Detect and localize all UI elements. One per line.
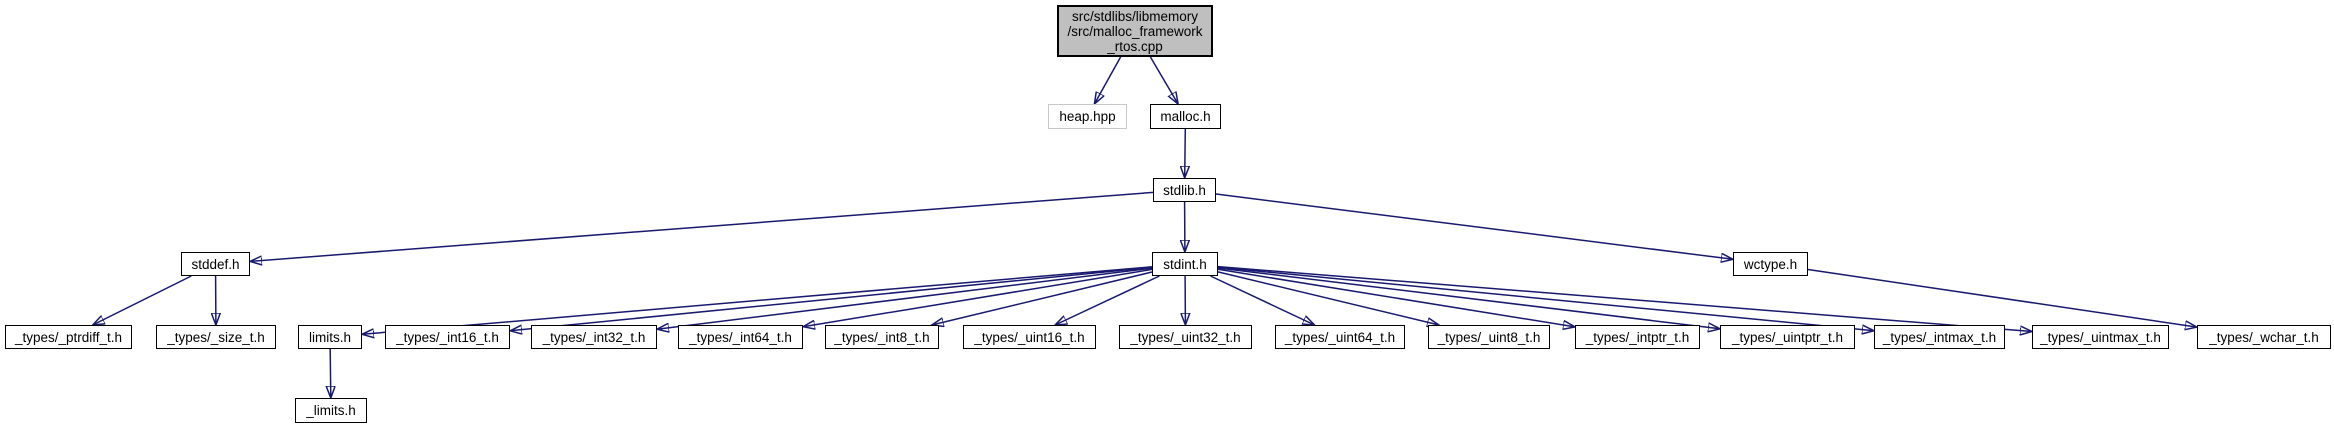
edge-stdint-h-to-uint64-t [1210, 275, 1315, 325]
graph-node-wctype-h[interactable]: wctype.h [1733, 252, 1808, 276]
graph-node-int8-t[interactable]: _types/_int8_t.h [825, 325, 939, 349]
graph-node-intptr-t[interactable]: _types/_intptr_t.h [1575, 325, 1700, 349]
graph-node-uintptr-t[interactable]: _types/_uintptr_t.h [1720, 325, 1855, 349]
edge-stdint-h-to-int32-t [657, 267, 1153, 329]
edge-stdint-h-to-uint16-t [1055, 275, 1160, 325]
graph-node-stdint-h[interactable]: stdint.h [1152, 252, 1218, 276]
graph-node-uint64-t[interactable]: _types/_uint64_t.h [1275, 325, 1405, 349]
edge-stdint-h-to-intmax-t [1217, 266, 1874, 331]
graph-node-limits-int[interactable]: _limits.h [295, 398, 367, 423]
graph-node-stdlib-h[interactable]: stdlib.h [1153, 178, 1216, 202]
graph-node-ptrdiff-t[interactable]: _types/_ptrdiff_t.h [5, 325, 132, 349]
graph-node-wchar-t[interactable]: _types/_wchar_t.h [2197, 325, 2331, 349]
graph-node-heap-hpp: heap.hpp [1048, 104, 1127, 129]
edge-stdint-h-to-intptr-t [1217, 268, 1575, 327]
graph-node-uint8-t[interactable]: _types/_uint8_t.h [1428, 325, 1550, 349]
edge-stdint-h-to-int64-t [803, 268, 1153, 326]
edge-limits-h-to-limits-int [330, 348, 331, 398]
graph-node-main-cpp: src/stdlibs/libmemory /src/malloc_framew… [1057, 5, 1213, 57]
edge-wctype-h-to-wchar-t [1807, 268, 2197, 328]
edge-stddef-h-to-ptrdiff-t [93, 275, 192, 325]
edge-stdint-h-to-uint8-t [1217, 271, 1439, 325]
graph-node-uintmax-t[interactable]: _types/_uintmax_t.h [2032, 325, 2169, 349]
edge-malloc-h-to-stdlib-h [1185, 128, 1186, 178]
edge-stdint-h-to-limits-h [362, 266, 1153, 335]
graph-node-malloc-h[interactable]: malloc.h [1150, 104, 1221, 129]
edge-stdint-h-to-int8-t [932, 271, 1153, 325]
graph-node-uint16-t[interactable]: _types/_uint16_t.h [963, 325, 1096, 349]
edge-main-cpp-to-heap-hpp [1094, 56, 1122, 104]
edge-stdlib-h-to-wctype-h [1215, 193, 1733, 259]
graph-node-limits-h[interactable]: limits.h [298, 325, 362, 349]
edge-stdlib-h-to-stddef-h [250, 191, 1154, 261]
edge-stdint-h-to-int16-t [510, 266, 1153, 331]
graph-node-stddef-h[interactable]: stddef.h [181, 252, 250, 276]
edge-stdint-h-to-uintptr-t [1217, 267, 1720, 329]
graph-node-intmax-t[interactable]: _types/_intmax_t.h [1874, 325, 2005, 349]
edge-main-cpp-to-malloc-h [1149, 56, 1178, 104]
edge-stdint-h-to-uintmax-t [1217, 265, 2032, 332]
graph-node-int16-t[interactable]: _types/_int16_t.h [385, 325, 510, 349]
graph-node-int32-t[interactable]: _types/_int32_t.h [531, 325, 657, 349]
graph-node-uint32-t[interactable]: _types/_uint32_t.h [1119, 325, 1252, 349]
graph-node-size-t[interactable]: _types/_size_t.h [156, 325, 276, 349]
graph-node-int64-t[interactable]: _types/_int64_t.h [678, 325, 803, 349]
